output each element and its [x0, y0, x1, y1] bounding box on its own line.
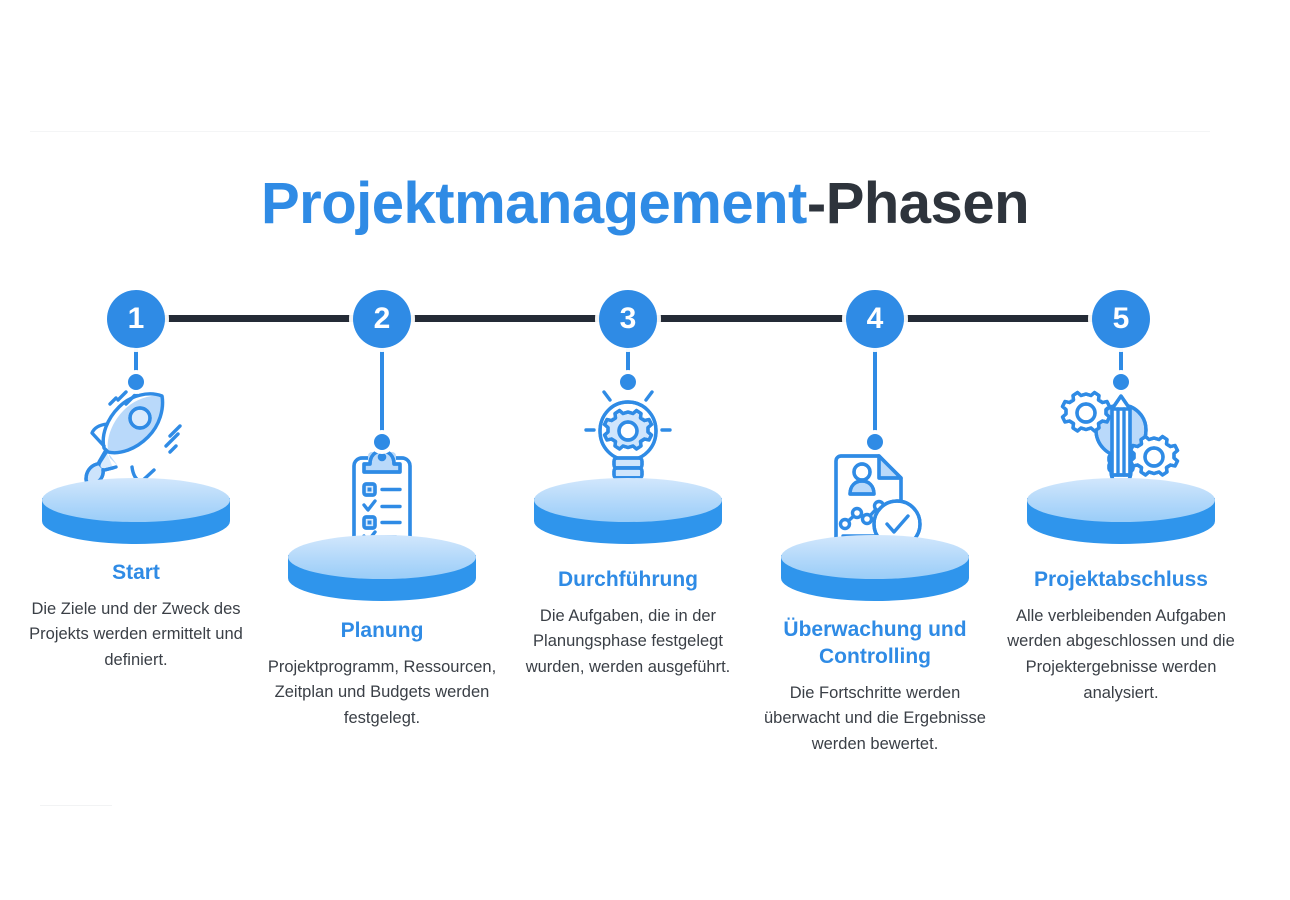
phase-caption-4: Überwachung und Controlling Die Fortschr… [750, 617, 1000, 757]
phase-drop-line-4 [873, 346, 877, 442]
phase-heading-5: Projektabschluss [1034, 568, 1208, 591]
phase-pedestal-3 [534, 478, 722, 556]
phase-body-3: Die Aufgaben, die in der Planungsphase f… [525, 606, 731, 676]
clipboard-checklist-icon [312, 440, 452, 560]
phase-drop-dot-5 [1113, 374, 1129, 390]
phase-drop-line-3 [626, 346, 630, 382]
pedestal-top [288, 535, 476, 579]
lightbulb-gear-icon [558, 382, 698, 502]
phase-body-5: Alle verbleibenden Aufgaben werden abges… [1007, 606, 1235, 702]
phase-body-1: Die Ziele und der Zweck des Projekts wer… [29, 599, 243, 669]
page-title-brand: Projektmanagement [260, 171, 807, 236]
pedestal-top [1027, 478, 1215, 522]
phase-caption-1: Start Die Ziele und der Zweck des Projek… [11, 560, 261, 674]
phase-heading-3: Durchführung [558, 568, 698, 591]
pedestal-top [42, 478, 230, 522]
phase-caption-5: Projektabschluss Alle verbleibenden Aufg… [996, 567, 1246, 706]
phase-drop-dot-2 [374, 434, 390, 450]
pedestal-top [534, 478, 722, 522]
phase-caption-3: Durchführung Die Aufgaben, die in der Pl… [503, 567, 753, 681]
pedestal-top [781, 535, 969, 579]
phase-pedestal-2 [288, 535, 476, 613]
phase-pedestal-5 [1027, 478, 1215, 556]
phase-number-badge-2[interactable]: 2 [353, 290, 411, 348]
phase-body-2: Projektprogramm, Ressourcen, Zeitplan un… [267, 657, 497, 727]
phase-pedestal-1 [42, 478, 230, 556]
phase-drop-dot-4 [867, 434, 883, 450]
top-guide-line [30, 131, 1210, 132]
page-title: Projektmanagement-Phasen [0, 170, 1290, 237]
phase-drop-dot-3 [620, 374, 636, 390]
phase-drop-dot-1 [128, 374, 144, 390]
phase-number-badge-5[interactable]: 5 [1092, 290, 1150, 348]
phase-body-4: Die Fortschritte werden überwacht und di… [764, 683, 986, 753]
phase-number-badge-4[interactable]: 4 [846, 290, 904, 348]
phase-heading-1: Start [112, 561, 160, 584]
phase-number-badge-3[interactable]: 3 [599, 290, 657, 348]
phase-pedestal-4 [781, 535, 969, 613]
phase-drop-line-5 [1119, 346, 1123, 382]
phase-drop-line-2 [380, 346, 384, 442]
phase-caption-2: Planung Projektprogramm, Ressourcen, Zei… [257, 618, 507, 732]
bottom-guide-line [40, 805, 112, 806]
phase-number-badge-1[interactable]: 1 [107, 290, 165, 348]
phase-drop-line-1 [134, 346, 138, 382]
page-title-suffix: -Phasen [806, 171, 1030, 236]
phase-heading-2: Planung [340, 619, 424, 642]
phase-heading-4: Überwachung und Controlling [783, 618, 967, 668]
